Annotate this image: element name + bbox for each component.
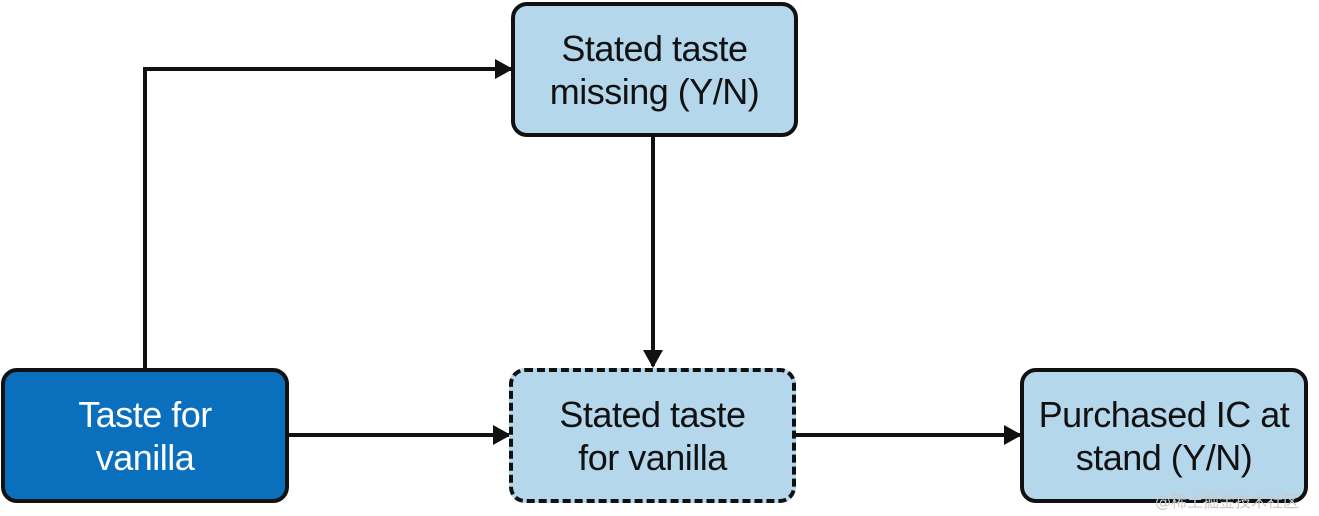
node-label-line1: Stated taste xyxy=(559,393,746,435)
node-purchased-ic: Purchased IC at stand (Y/N) xyxy=(1020,368,1308,503)
node-taste-for-vanilla: Taste for vanilla xyxy=(1,368,289,503)
edge-taste-to-missing xyxy=(143,59,513,368)
node-stated-taste-for-vanilla: Stated taste for vanilla xyxy=(509,368,796,503)
node-label-line2: for vanilla xyxy=(578,436,727,478)
watermark: @稀土掘金技术社区 xyxy=(1154,492,1299,511)
node-label-line1: Purchased IC at xyxy=(1038,393,1290,435)
node-stated-taste-missing: Stated taste missing (Y/N) xyxy=(511,2,798,137)
node-label-line2: missing (Y/N) xyxy=(549,70,760,112)
node-label-line1: Taste for xyxy=(78,393,212,435)
node-label-line2: vanilla xyxy=(95,436,195,478)
node-label-line1: Stated taste xyxy=(561,27,748,69)
node-label-line2: stand (Y/N) xyxy=(1075,436,1253,478)
